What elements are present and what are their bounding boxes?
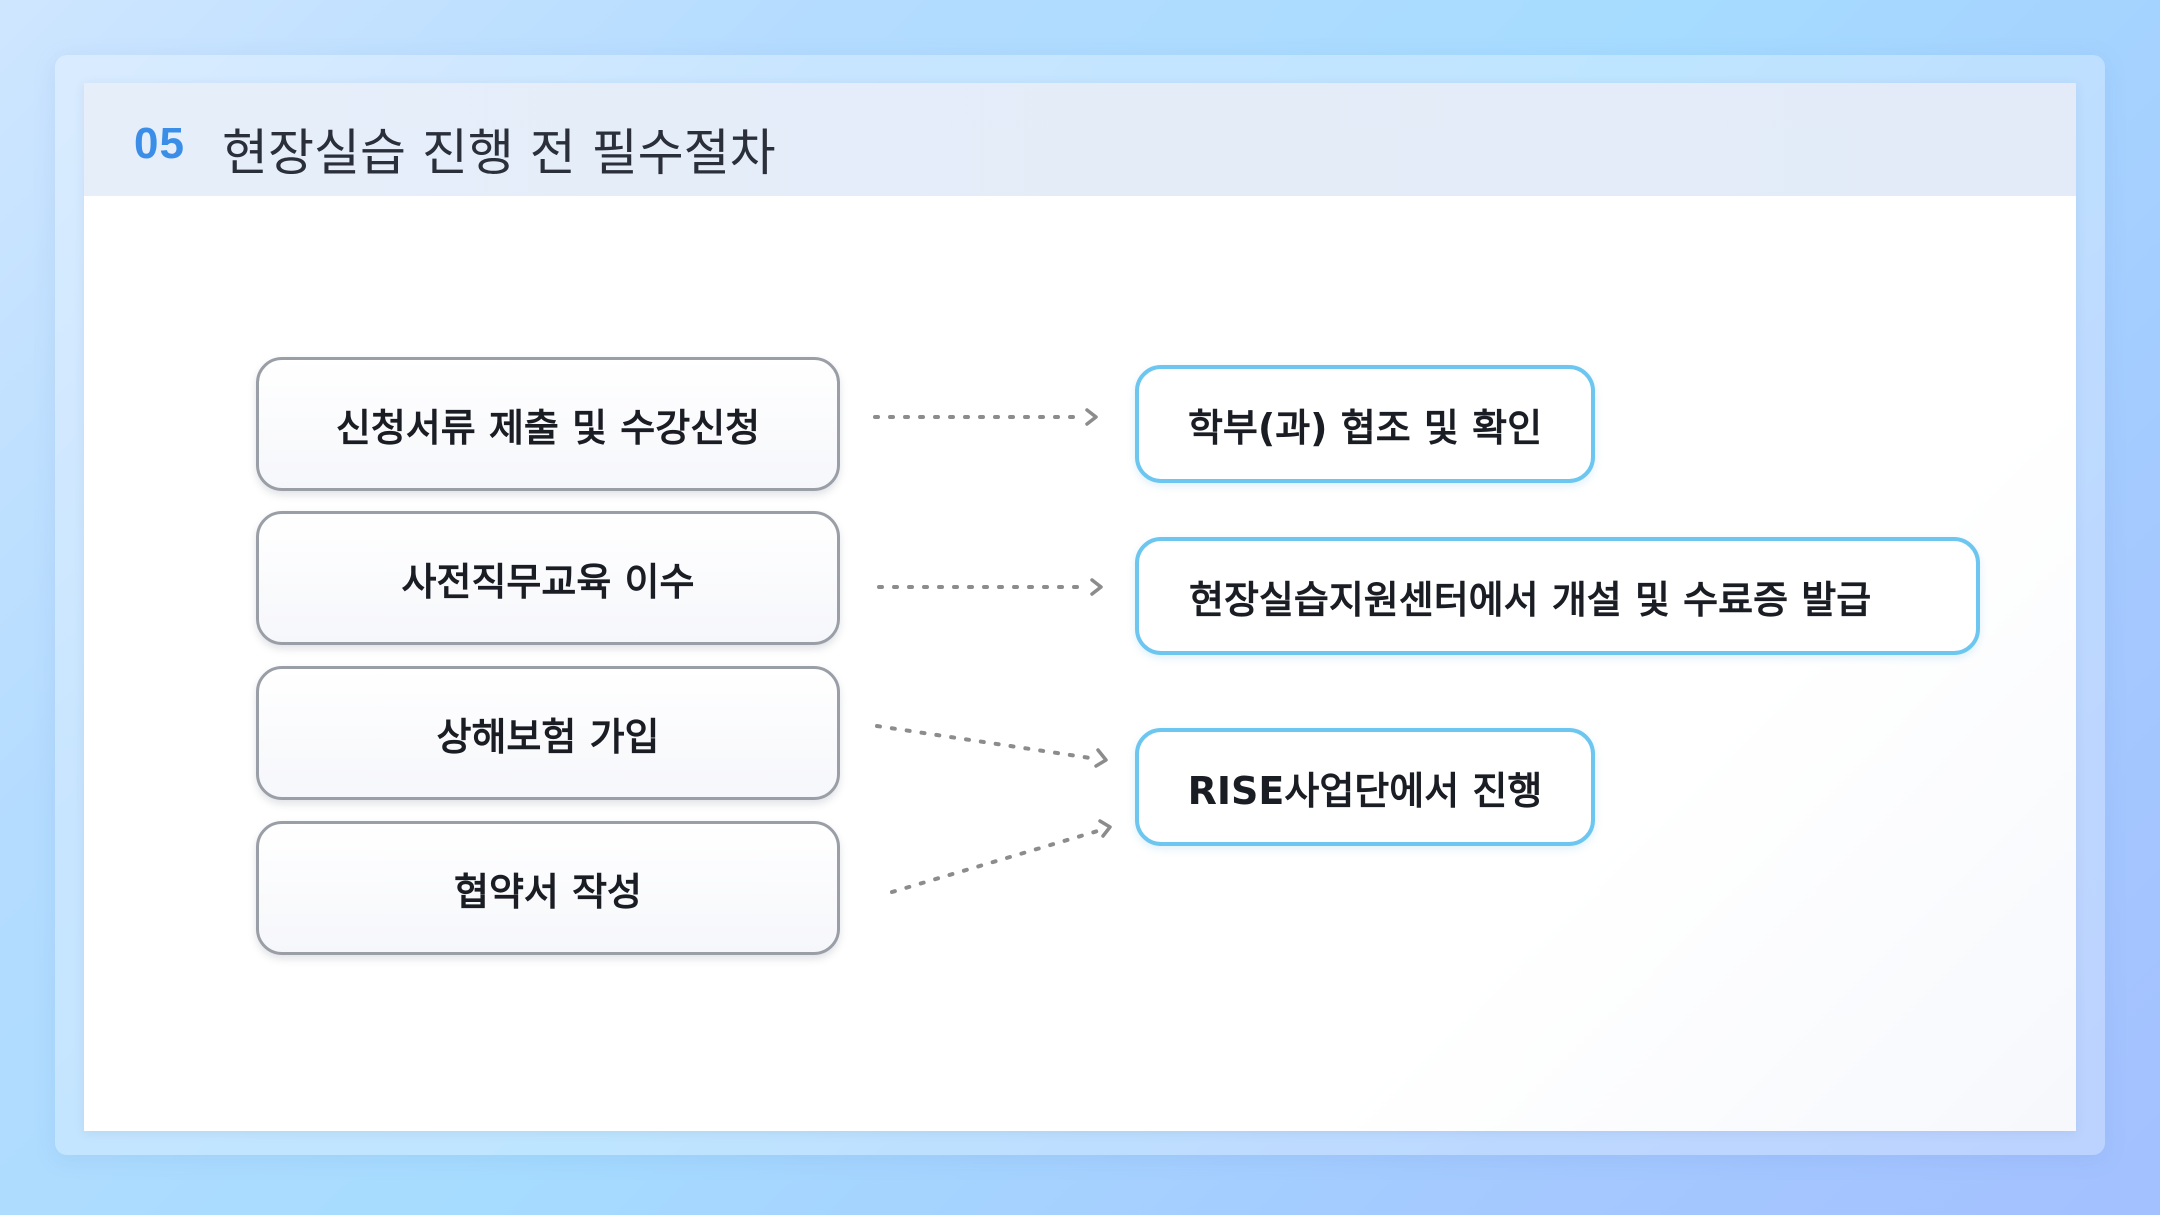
arrow-head [1085,408,1098,426]
step-accident-insurance: 상해보험 가입 [256,666,840,800]
step-label: 상해보험 가입 [436,714,660,759]
arrow-head [1098,819,1112,838]
handler-department: 학부(과) 협조 및 확인 [1135,365,1595,483]
slide: 05 현장실습 진행 전 필수절차 신청서류 제출 및 수강신청 사전직무교육 … [84,83,2076,1131]
step-label: 신청서류 제출 및 수강신청 [335,405,761,450]
step-label: 사전직무교육 이수 [401,559,695,604]
step-pre-job-training: 사전직무교육 이수 [256,511,840,645]
arrow-line [890,828,1103,894]
handler-label: 학부(과) 협조 및 확인 [1187,405,1543,450]
arrow-line [875,724,1099,761]
section-number: 05 [134,119,185,168]
arrow-head [1090,578,1103,596]
header-bar: 05 현장실습 진행 전 필수절차 [84,83,2076,196]
handler-label: RISE사업단에서 진행 [1187,768,1543,813]
step-label: 협약서 작성 [453,869,643,914]
step-application-documents: 신청서류 제출 및 수강신청 [256,357,840,491]
handler-fieldwork-center: 현장실습지원센터에서 개설 및 수료증 발급 [1135,537,1980,655]
step-agreement-writing: 협약서 작성 [256,821,840,955]
section-title: 현장실습 진행 전 필수절차 [222,124,776,182]
handler-rise-agency: RISE사업단에서 진행 [1135,728,1595,846]
arrow-head [1094,748,1108,768]
handler-label: 현장실습지원센터에서 개설 및 수료증 발급 [1189,577,1872,622]
